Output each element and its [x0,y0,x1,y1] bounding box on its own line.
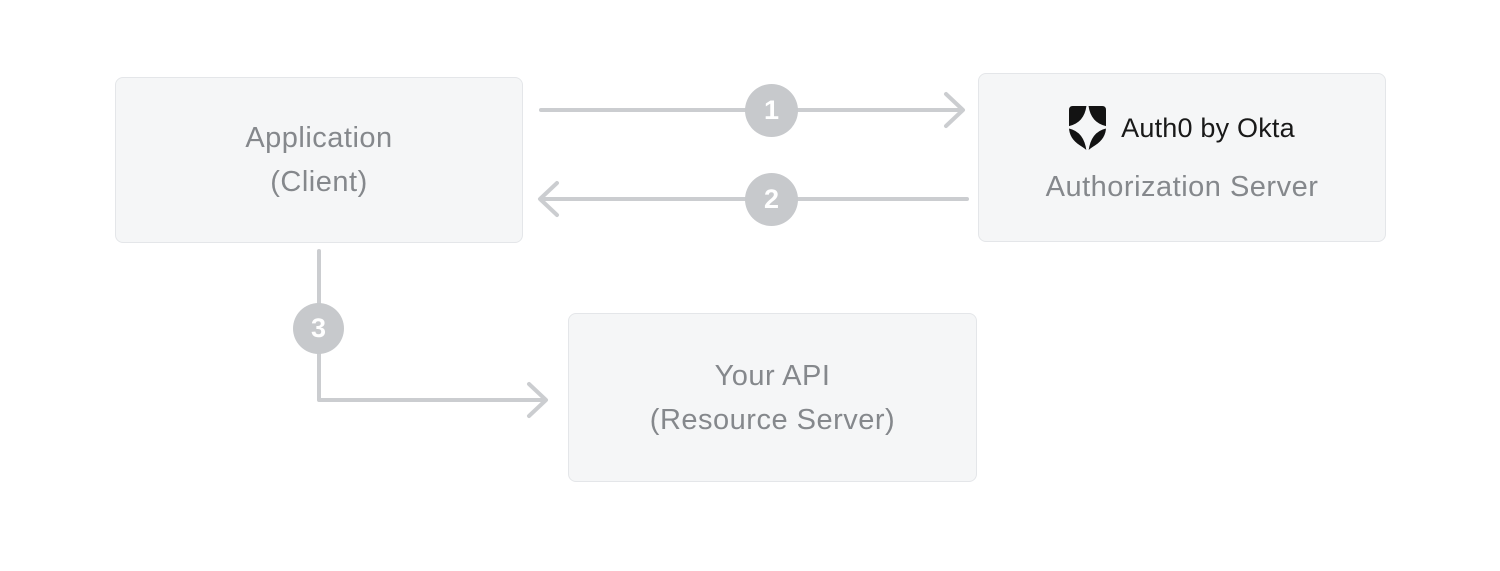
application-subtitle: (Client) [270,166,368,198]
step-badge-3: 3 [293,303,344,354]
application-title: Application [245,122,393,154]
auth0-brand-label: Auth0 by Okta [1121,113,1295,143]
auth0-shield-icon [1069,106,1107,151]
node-authorization-server: Auth0 by Okta Authorization Server [978,73,1386,242]
authorization-server-label: Authorization Server [1045,171,1319,203]
arrow-step-3 [317,249,548,418]
auth0-brand-row: Auth0 by Okta [1069,106,1295,151]
node-application-client: Application (Client) [115,77,523,243]
api-subtitle: (Resource Server) [649,403,896,436]
step-badge-1: 1 [745,84,798,137]
node-your-api: Your API (Resource Server) [568,313,977,482]
step-badge-2: 2 [745,173,798,226]
api-title: Your API [714,359,831,392]
